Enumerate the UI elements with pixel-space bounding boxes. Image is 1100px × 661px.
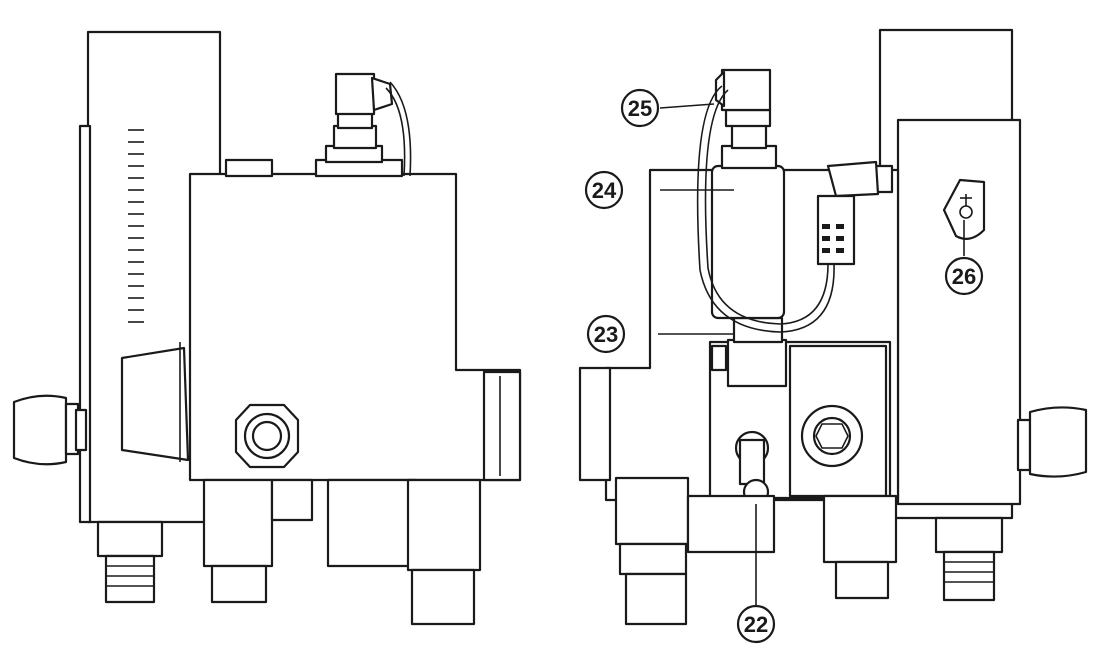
angle-connector xyxy=(816,160,894,266)
adjust-knob-left xyxy=(12,394,88,466)
right-view: 25 24 23 22 26 xyxy=(578,28,1088,644)
callout-25-label: 25 xyxy=(628,96,652,121)
scale-ticks xyxy=(128,129,144,323)
valve-block xyxy=(188,172,522,482)
callout-25: 25 xyxy=(620,88,660,128)
ground-symbol-icon xyxy=(942,178,986,241)
leader-lines xyxy=(658,103,965,606)
callout-24-label: 24 xyxy=(592,178,617,203)
callout-22: 22 xyxy=(736,604,776,644)
gauge-housing-right xyxy=(878,28,1022,520)
left-view xyxy=(12,30,522,626)
callout-26-label: 26 xyxy=(952,264,976,289)
callout-24: 24 xyxy=(584,170,624,210)
callout-23-label: 23 xyxy=(594,322,618,347)
callout-26: 26 xyxy=(944,256,984,296)
callout-23: 23 xyxy=(586,314,626,354)
bottom-fittings-right xyxy=(614,476,1004,626)
sensor-cable xyxy=(696,85,835,333)
adjust-knob-right xyxy=(1016,406,1088,478)
sensor-top-left xyxy=(224,72,412,178)
bottom-fittings-left xyxy=(96,478,482,626)
callout-22-label: 22 xyxy=(744,612,768,637)
